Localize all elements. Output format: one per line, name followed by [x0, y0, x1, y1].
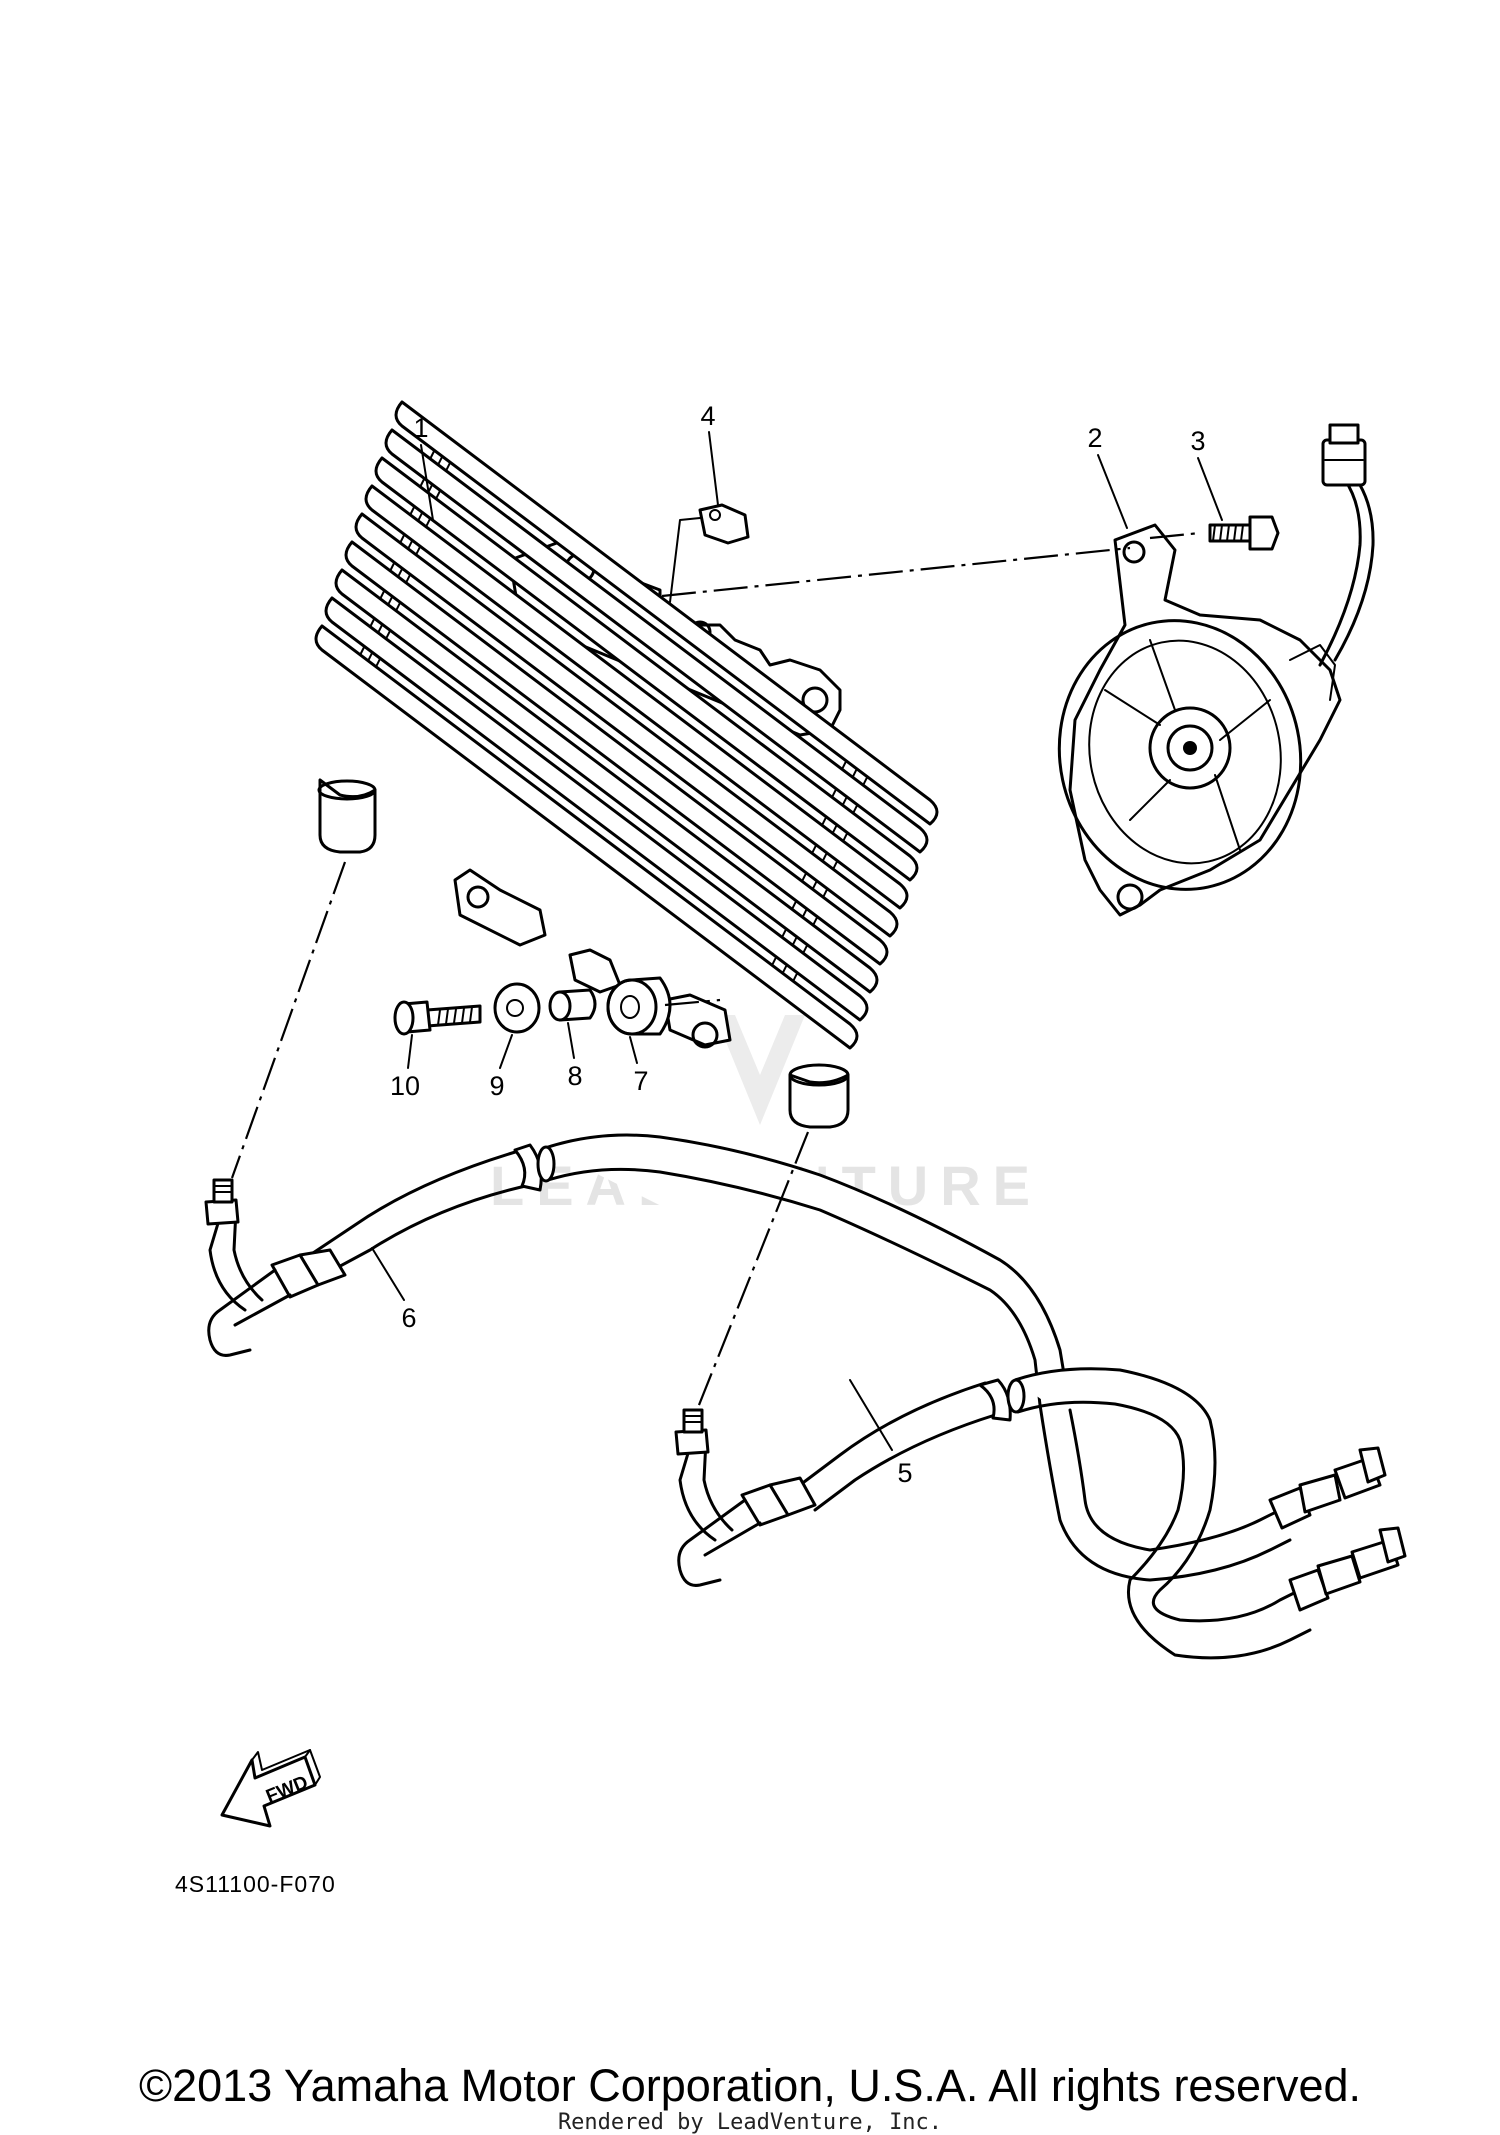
- oil-hose-6: [204, 1133, 1072, 1411]
- rendered-by-note: Rendered by LeadVenture, Inc.: [557, 2110, 943, 2135]
- washer: [493, 982, 541, 1034]
- callout-9: 9: [489, 1071, 504, 1101]
- copyright-notice: ©2013 Yamaha Motor Corporation, U.S.A. A…: [138, 2060, 1362, 2111]
- collar: [548, 988, 597, 1022]
- fwd-arrow-icon: FWD: [220, 1749, 321, 1828]
- callout-2: 2: [1087, 423, 1102, 453]
- callout-6: 6: [401, 1303, 416, 1333]
- callout-7: 7: [633, 1066, 648, 1096]
- oil-cooler: [314, 400, 939, 1129]
- cooler-fin: [394, 400, 939, 826]
- fan-bolt: [1208, 515, 1280, 551]
- callout-10: 10: [390, 1071, 420, 1101]
- cooler-fins: [314, 400, 939, 1050]
- callout-8: 8: [567, 1061, 582, 1091]
- oil-hose-5: [674, 1367, 1407, 1660]
- cooler-fin: [354, 512, 899, 938]
- cooling-fan: [1057, 423, 1375, 917]
- cooler-fin: [324, 596, 869, 1022]
- callout-5: 5: [897, 1458, 912, 1488]
- cooler-fin: [384, 428, 929, 854]
- cooler-fin: [344, 540, 889, 966]
- cooler-fin: [314, 624, 859, 1050]
- assembly-lines: [230, 431, 1223, 1451]
- watermark-logo: [715, 1015, 805, 1125]
- callout-labels: 1 2 3 4 5 6 7 8 9 10: [390, 401, 1206, 1488]
- clip-nut: [698, 503, 750, 545]
- cooler-fin: [374, 456, 919, 882]
- callout-1: 1: [413, 413, 428, 443]
- callout-4: 4: [700, 401, 715, 431]
- callout-3: 3: [1190, 426, 1205, 456]
- cooler-fin: [364, 484, 909, 910]
- diagram-part-code: 4S11100-F070: [175, 1871, 336, 1897]
- bolt-10: [393, 1000, 482, 1036]
- cooler-fin: [334, 568, 879, 994]
- grommet: [606, 976, 672, 1036]
